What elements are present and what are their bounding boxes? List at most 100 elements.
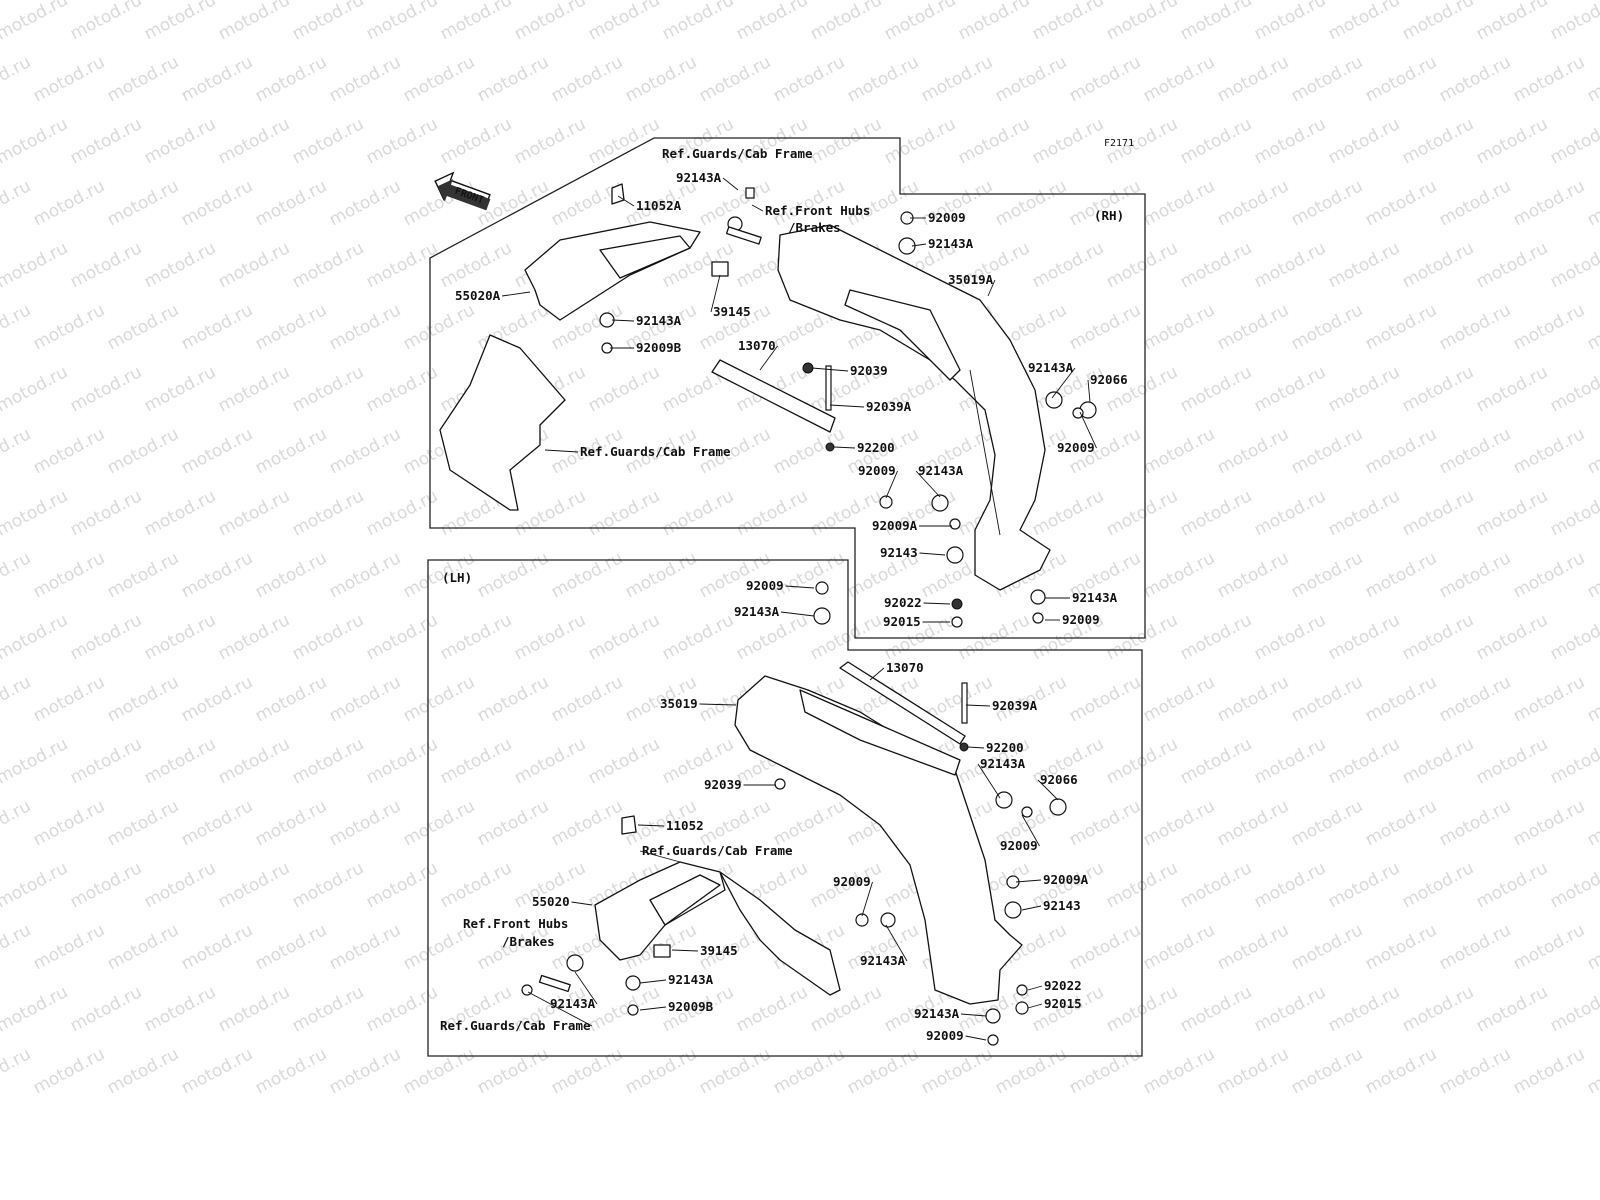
watermark-text: motod.ru — [1103, 0, 1181, 44]
lh-leader-line — [785, 585, 815, 589]
rh-leader-line — [915, 470, 941, 498]
watermark-text: motod.ru — [1510, 920, 1588, 974]
watermark-text: motod.ru — [215, 362, 293, 416]
watermark-text: motod.ru — [1214, 1044, 1292, 1098]
lh-mudguard-35019 — [734, 675, 1023, 1005]
watermark-text: motod.ru — [400, 300, 478, 354]
watermark-text: motod.ru — [67, 858, 145, 912]
lh-leader-line — [885, 924, 908, 962]
watermark-text: motod.ru — [1473, 486, 1551, 540]
rh-leader-line — [544, 449, 579, 453]
watermark-text: motod.ru — [141, 486, 219, 540]
watermark-text: motod.ru — [1066, 796, 1144, 850]
watermark-text: motod.ru — [215, 858, 293, 912]
watermark-text: motod.ru — [1140, 300, 1218, 354]
watermark-text: motod.ru — [141, 362, 219, 416]
lh-callout: Ref.Front Hubs — [463, 916, 568, 931]
watermark-text: motod.ru — [400, 1044, 478, 1098]
watermark-text: motod.ru — [437, 238, 515, 292]
watermark-text: motod.ru — [104, 920, 182, 974]
lh-inner-cover-55020 — [594, 861, 726, 961]
watermark-text: motod.ru — [1362, 300, 1440, 354]
rh-leader-line — [885, 470, 898, 499]
lh-callout: 92066 — [1040, 772, 1078, 787]
watermark-text: motod.ru — [1473, 238, 1551, 292]
watermark-text: motod.ru — [1399, 858, 1477, 912]
rh-callout: 92009 — [1062, 612, 1100, 627]
watermark-text: motod.ru — [1066, 300, 1144, 354]
watermark-text: motod.ru — [511, 734, 589, 788]
watermark-text: motod.ru — [67, 486, 145, 540]
rh-leader-line — [833, 446, 856, 449]
watermark-text: motod.ru — [215, 982, 293, 1036]
watermark-text: motod.ru — [1584, 920, 1600, 974]
watermark-text: motod.ru — [585, 982, 663, 1036]
rh-callout: /Brakes — [788, 220, 841, 235]
watermark-text: motod.ru — [1177, 982, 1255, 1036]
lh-callout: Ref.Guards/Cab Frame — [440, 1018, 591, 1033]
lh-clip-39145 — [653, 944, 671, 958]
lh-leader-line — [965, 1035, 987, 1041]
watermark-text: motod.ru — [881, 114, 959, 168]
watermark-text: motod.ru — [1288, 1044, 1366, 1098]
watermark-text: motod.ru — [807, 0, 885, 44]
watermark-text: motod.ru — [400, 672, 478, 726]
watermark-text: motod.ru — [1399, 238, 1477, 292]
watermark-text: motod.ru — [1288, 672, 1366, 726]
rh-leader-line — [919, 552, 946, 556]
rh-callout: Ref.Guards/Cab Frame — [662, 146, 813, 161]
watermark-text: motod.ru — [1177, 0, 1255, 44]
watermark-text: motod.ru — [1066, 52, 1144, 106]
watermark-text: motod.ru — [141, 0, 219, 44]
watermark-text: motod.ru — [585, 486, 663, 540]
watermark-text: motod.ru — [215, 486, 293, 540]
watermark-text: motod.ru — [1029, 0, 1107, 44]
watermark-text: motod.ru — [918, 1044, 996, 1098]
watermark-text: motod.ru — [1251, 486, 1329, 540]
watermark-text: motod.ru — [1473, 610, 1551, 664]
watermark-text: motod.ru — [548, 796, 626, 850]
lh-leader-line — [1021, 814, 1040, 847]
watermark-text: motod.ru — [0, 548, 34, 602]
watermark-text: motod.ru — [881, 0, 959, 44]
watermark-text: motod.ru — [1547, 982, 1600, 1036]
watermark-text: motod.ru — [1399, 734, 1477, 788]
lh-leader-line — [571, 901, 593, 906]
watermark-text: motod.ru — [1288, 548, 1366, 602]
rh-callout: 92009 — [858, 463, 896, 478]
lh-leader-line — [965, 704, 991, 707]
watermark-text: motod.ru — [289, 362, 367, 416]
watermark-text: motod.ru — [511, 114, 589, 168]
watermark-text: motod.ru — [1473, 982, 1551, 1036]
watermark-text: motod.ru — [992, 52, 1070, 106]
part-callouts: Ref.Guards/Cab Frame 92143A 11052A Ref.Fron… — [440, 146, 1128, 1043]
watermark-text: motod.ru — [0, 114, 71, 168]
watermark-text: motod.ru — [0, 610, 71, 664]
watermark-text: motod.ru — [770, 1044, 848, 1098]
rh-callout: 92039A — [866, 399, 912, 414]
watermark-text: motod.ru — [104, 176, 182, 230]
watermark-text: motod.ru — [1325, 486, 1403, 540]
watermark-text: motod.ru — [474, 796, 552, 850]
watermark-text: motod.ru — [770, 548, 848, 602]
watermark-text: motod.ru — [1510, 548, 1588, 602]
watermark-text: motod.ru — [30, 796, 108, 850]
watermark-text: motod.ru — [696, 1044, 774, 1098]
lh-bracket-11052 — [621, 815, 637, 835]
lh-leader-line — [967, 746, 985, 749]
watermark-text: motod.ru — [215, 238, 293, 292]
watermark-text: motod.ru — [326, 548, 404, 602]
lh-callout: 39145 — [700, 943, 738, 958]
watermark-text: motod.ru — [1436, 672, 1514, 726]
rh-callout: 92143A — [676, 170, 722, 185]
watermark-text: motod.ru — [622, 52, 700, 106]
rh-section-label: (RH) — [1094, 208, 1124, 223]
watermark-text: motod.ru — [67, 610, 145, 664]
watermark-text: motod.ru — [1288, 300, 1366, 354]
lh-leader-line — [1021, 905, 1042, 911]
lh-callout: 92143A — [860, 953, 906, 968]
watermark-text: motod.ru — [215, 114, 293, 168]
watermark-text: motod.ru — [1584, 176, 1600, 230]
watermark-text: motod.ru — [178, 672, 256, 726]
rh-callout: 11052A — [636, 198, 682, 213]
